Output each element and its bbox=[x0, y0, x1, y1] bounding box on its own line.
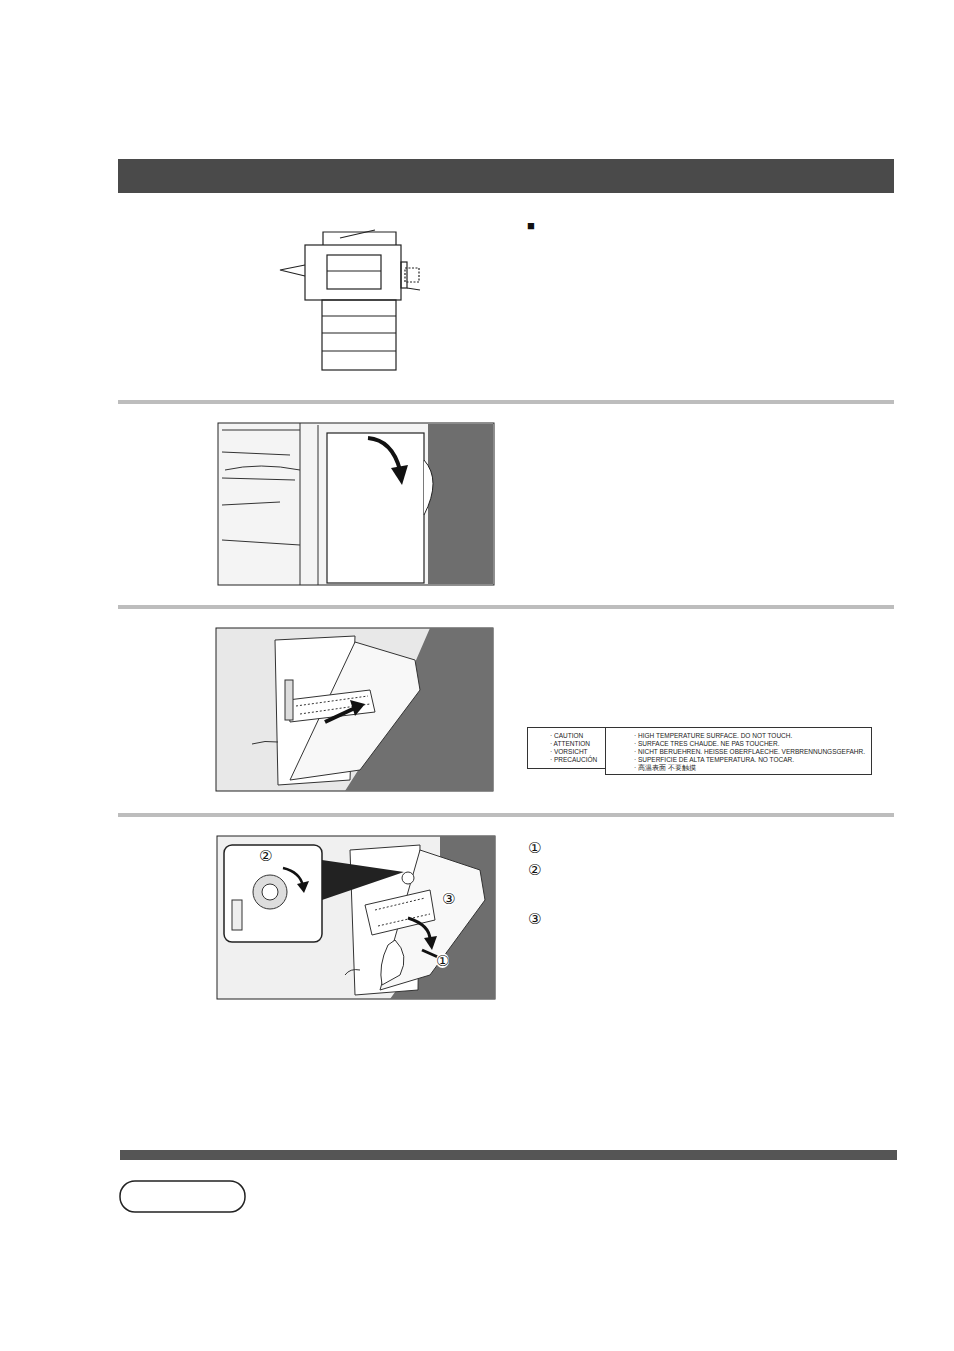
bullet-mark: ■ bbox=[527, 219, 535, 232]
footer-bar bbox=[120, 1150, 897, 1160]
callout-number: ③ bbox=[528, 911, 541, 926]
label-text: · HIGH TEMPERATURE SURFACE. DO NOT TOUCH… bbox=[634, 732, 867, 740]
label-text: · VORSICHT bbox=[550, 748, 599, 756]
label-text: · CAUTION bbox=[550, 732, 599, 740]
callout-number: ① bbox=[528, 840, 541, 855]
label-text: · PRECAUCIÓN bbox=[550, 756, 599, 764]
label-text: · SUPERFICIE DE ALTA TEMPERATURA. NO TOC… bbox=[634, 756, 867, 764]
step-illustration bbox=[218, 423, 494, 585]
label-text: · NICHT BERUEHREN. HEISSE OBERFLAECHE. V… bbox=[634, 748, 867, 756]
callout-number: ③ bbox=[442, 891, 455, 906]
copier-schematic bbox=[280, 230, 420, 370]
note-tag bbox=[120, 1181, 245, 1212]
callout-number: ② bbox=[259, 848, 272, 863]
step-illustration bbox=[216, 628, 493, 791]
step-illustration bbox=[217, 836, 495, 999]
label-text: · ATTENTION bbox=[550, 740, 599, 748]
callout-number: ② bbox=[528, 862, 541, 877]
warning-text-cell: · HIGH TEMPERATURE SURFACE. DO NOT TOUCH… bbox=[605, 727, 872, 775]
separator bbox=[118, 605, 894, 609]
label-text: · SURFACE TRES CHAUDE. NE PAS TOUCHER. bbox=[634, 740, 867, 748]
label-text: · 高温表面 不要触摸 bbox=[634, 764, 867, 772]
caution-label-cell: · CAUTION· ATTENTION· VORSICHT· PRECAUCI… bbox=[527, 727, 606, 769]
header-bar bbox=[118, 159, 894, 193]
separator bbox=[118, 400, 894, 404]
callout-number: ① bbox=[436, 953, 449, 968]
separator bbox=[118, 813, 894, 817]
